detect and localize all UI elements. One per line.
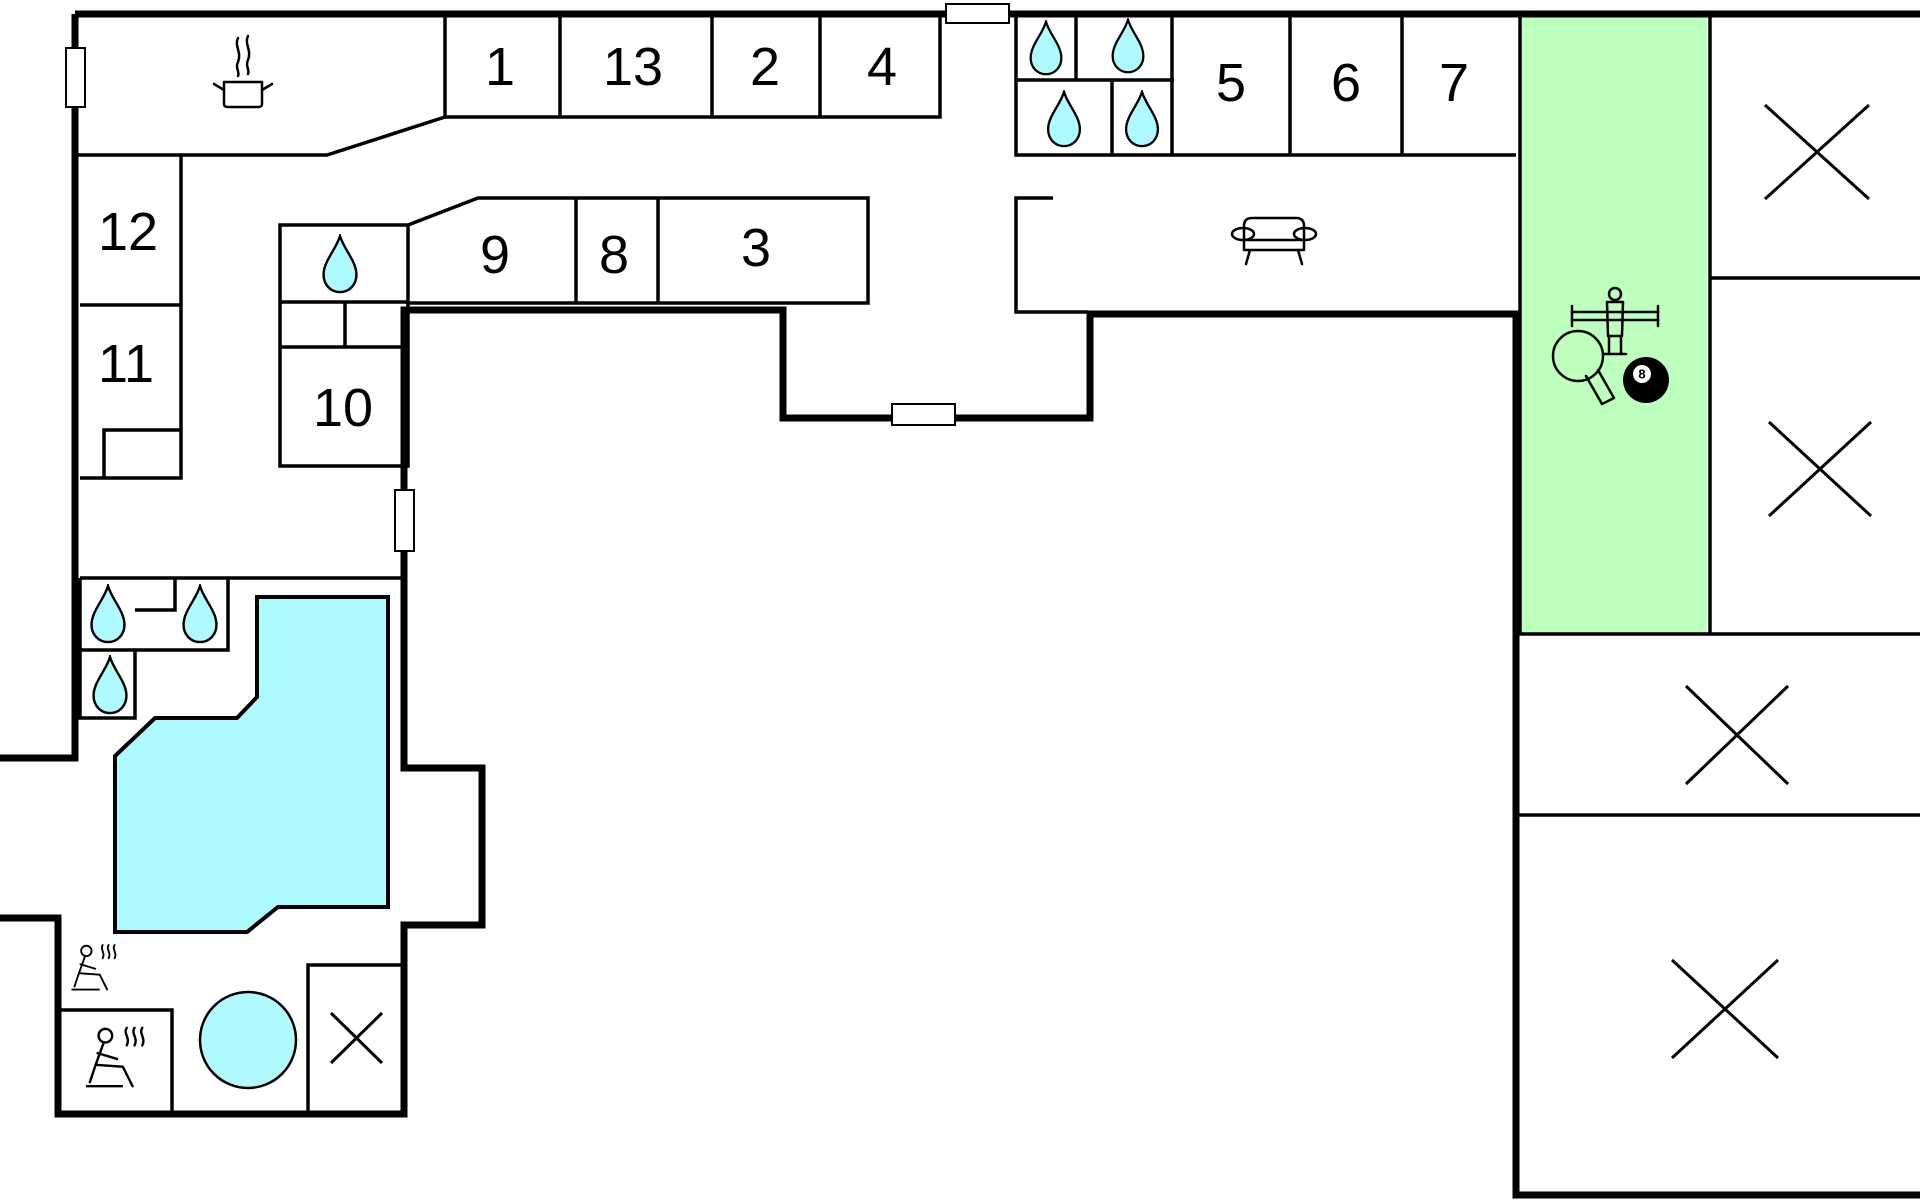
cross-mark-icon — [1767, 420, 1873, 518]
room-label-11: 11 — [98, 334, 154, 394]
cooking-pot-icon — [212, 34, 274, 109]
room-labels: 1 13 2 4 5 6 7 12 11 10 9 8 3 — [98, 37, 1469, 438]
room-label-9: 9 — [480, 225, 510, 285]
crosses — [329, 103, 1873, 1065]
swimming-pool — [113, 595, 390, 934]
room-label-6: 6 — [1331, 53, 1361, 113]
water-drop-icon — [1046, 90, 1082, 148]
room-label-7: 7 — [1439, 53, 1469, 113]
room-label-13: 13 — [603, 37, 663, 97]
room-label-8: 8 — [599, 225, 629, 285]
window-icon — [65, 47, 86, 108]
room-label-1: 1 — [485, 37, 515, 97]
room-label-3: 3 — [741, 218, 771, 278]
windows — [65, 3, 1010, 552]
window-icon — [394, 489, 415, 552]
water-drop-icon — [322, 234, 358, 294]
water-drop-icon — [1029, 20, 1063, 76]
table-tennis-icon — [1551, 329, 1616, 406]
cross-mark-icon — [1763, 103, 1871, 201]
cross-mark-icon — [1670, 958, 1780, 1060]
room-label-12: 12 — [98, 202, 158, 262]
water-drop-icon — [90, 584, 126, 644]
billiard-ball-icon: 8 — [1623, 357, 1669, 403]
water-drop-icon — [92, 655, 128, 715]
water-drop-icon — [1111, 18, 1145, 74]
hot-tub-icon — [198, 990, 298, 1090]
cross-mark-icon — [1684, 684, 1790, 786]
water-drop-icon — [1124, 90, 1160, 148]
room-label-2: 2 — [750, 37, 780, 97]
window-icon — [891, 403, 956, 426]
sauna-icon — [70, 944, 117, 991]
water-drop-icon — [182, 584, 218, 644]
cross-mark-icon — [329, 1011, 384, 1065]
sofa-icon — [1230, 216, 1318, 266]
window-icon — [945, 3, 1010, 24]
billiard-ball-label: 8 — [1638, 367, 1645, 382]
bathrooms — [90, 18, 1160, 715]
sauna-icon — [84, 1026, 145, 1088]
interior-walls — [58, 14, 1920, 1114]
table-football-icon — [1570, 286, 1660, 356]
room-label-4: 4 — [867, 37, 897, 97]
room-label-10: 10 — [313, 378, 373, 438]
game-room-floor — [1520, 17, 1707, 634]
room-label-5: 5 — [1216, 53, 1246, 113]
